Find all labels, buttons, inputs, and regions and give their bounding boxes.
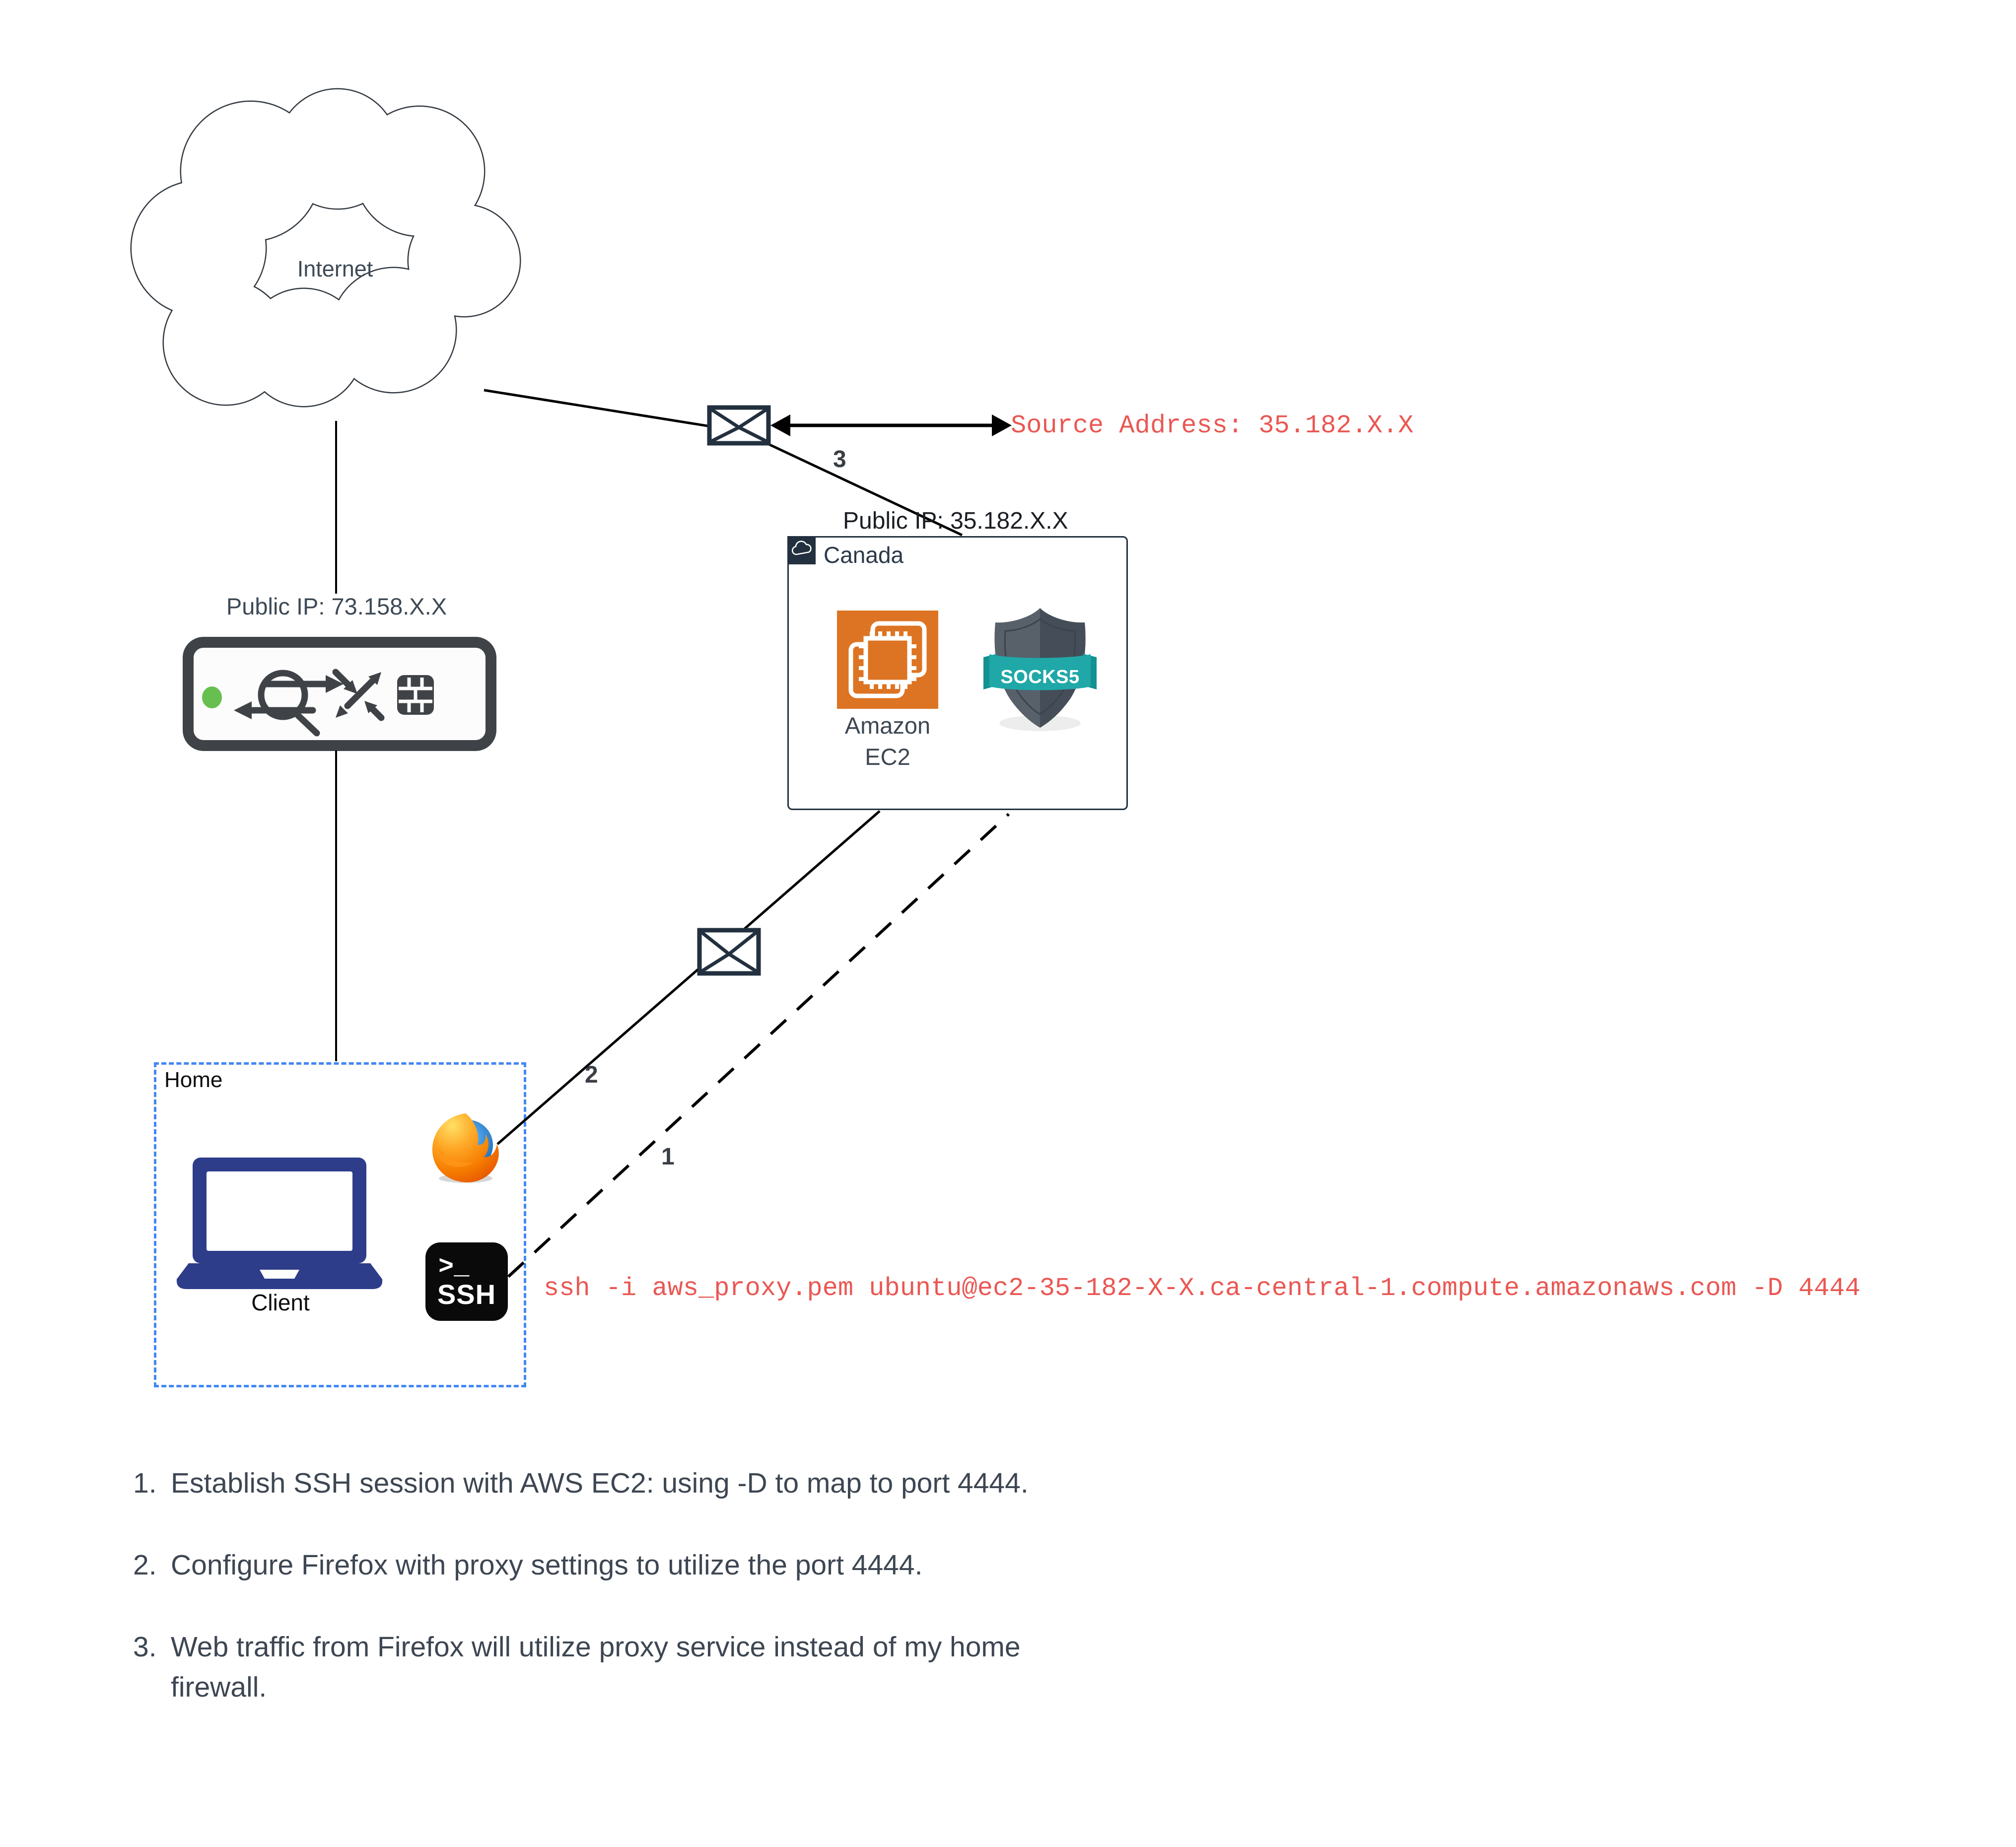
cloud-tab-icon	[787, 536, 816, 564]
flow-step-1-label: 1	[661, 1144, 675, 1170]
source-address-annotation: Source Address: 35.182.X.X	[1011, 411, 1414, 440]
ssh-badge-label: SSH	[437, 1278, 496, 1310]
ec2-label-line1: Amazon	[844, 712, 931, 739]
list-item: 3. Web traffic from Firefox will utilize…	[133, 1627, 1104, 1708]
link-cloud-to-envelope	[484, 389, 720, 429]
note-text: Establish SSH session with AWS EC2: usin…	[171, 1467, 1029, 1499]
envelope-icon	[707, 405, 771, 446]
nat-icon-arrowheads	[234, 675, 344, 719]
firewall-icon	[397, 675, 434, 715]
note-number: 1.	[133, 1467, 157, 1499]
crossed-arrows-heads	[336, 672, 381, 718]
firefox-icon	[432, 1113, 499, 1183]
internet-label: Internet	[297, 256, 373, 281]
notes-list: 1. Establish SSH session with AWS EC2: u…	[133, 1463, 1104, 1708]
ec2-label-line2: EC2	[865, 743, 910, 770]
note-number: 2.	[133, 1549, 157, 1581]
canada-label: Canada	[824, 542, 904, 568]
ec2-public-ip-label: Public IP: 35.182.X.X	[843, 508, 1068, 534]
socks5-banner-label: SOCKS5	[1000, 667, 1079, 687]
canada-region-box: Canada Amazon EC2	[787, 536, 1128, 810]
note-text: Web traffic from Firefox will utilize pr…	[171, 1631, 1021, 1703]
link-firefox-to-canada	[496, 810, 881, 1145]
crossed-arrows-icon	[332, 669, 385, 721]
router-firewall-device	[183, 637, 496, 751]
home-network-box: Home Client >_ SS	[154, 1062, 526, 1387]
amazon-ec2-label: Amazon EC2	[817, 710, 958, 772]
amazon-ec2-icon	[837, 611, 938, 709]
ssh-terminal-icon: >_ SSH	[425, 1242, 508, 1321]
envelope-icon	[697, 928, 761, 976]
double-arrow-icon	[770, 414, 1012, 436]
note-text: Configure Firefox with proxy settings to…	[171, 1549, 923, 1581]
note-number: 3.	[133, 1631, 157, 1663]
nat-icon	[248, 670, 329, 737]
home-label: Home	[164, 1068, 223, 1092]
internet-cloud-icon	[130, 88, 521, 408]
client-label: Client	[251, 1290, 310, 1315]
status-led-icon	[202, 686, 222, 708]
ssh-prompt-glyph: >_	[438, 1252, 470, 1282]
ssh-command-annotation: ssh -i aws_proxy.pem ubuntu@ec2-35-182-X…	[544, 1274, 1861, 1303]
flow-step-2-label: 2	[585, 1062, 598, 1088]
list-item: 1. Establish SSH session with AWS EC2: u…	[133, 1463, 1104, 1504]
laptop-icon	[176, 1158, 383, 1289]
link-ssh-to-canada-dashed	[507, 813, 1010, 1278]
list-item: 2. Configure Firefox with proxy settings…	[133, 1545, 1104, 1585]
router-icon	[202, 669, 434, 737]
flow-step-3-label: 3	[833, 446, 846, 473]
home-public-ip-label: Public IP: 73.158.X.X	[226, 593, 447, 619]
socks5-shield-icon: SOCKS5	[983, 608, 1097, 731]
